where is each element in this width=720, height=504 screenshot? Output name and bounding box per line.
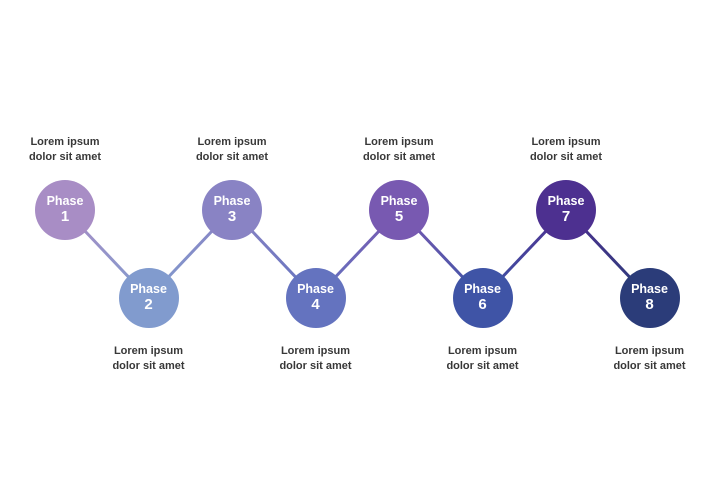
phase-number: 1	[60, 208, 70, 225]
description-line-2: dolor sit amet	[28, 151, 102, 163]
description-line-1: Lorem ipsum	[113, 345, 184, 357]
phase-number: 7	[561, 208, 571, 225]
description-line-2: dolor sit amet	[446, 360, 519, 372]
description-line-2: dolor sit amet	[362, 151, 436, 163]
phase-5-circle: Phase 5	[369, 180, 429, 240]
phase-label: Phase	[547, 194, 585, 208]
phase-4-circle: Phase 4	[285, 268, 346, 328]
phase-label: Phase	[380, 194, 418, 208]
phase-1-description: Lorem ipsum dolor sit amet	[10, 135, 120, 165]
phase-6-description: Lorem ipsum dolor sit amet	[428, 344, 538, 374]
phase-5-description: Lorem ipsum dolor sit amet	[344, 135, 454, 165]
phase-6-circle: Phase 6	[452, 268, 513, 328]
phase-3-description: Lorem ipsum dolor sit amet	[177, 135, 287, 165]
description-line-1: Lorem ipsum	[197, 136, 267, 148]
phase-8-description: Lorem ipsum dolor sit amet	[595, 344, 705, 374]
phase-label: Phase	[464, 282, 501, 296]
phase-label: Phase	[297, 282, 334, 296]
phase-number: 5	[394, 208, 404, 225]
phase-number: 6	[478, 296, 487, 313]
phase-label: Phase	[46, 194, 84, 208]
phase-2-circle: Phase 2	[118, 268, 179, 328]
phase-label: Phase	[130, 282, 167, 296]
phase-2-description: Lorem ipsum dolor sit amet	[94, 344, 204, 374]
phase-7-circle: Phase 7	[536, 180, 596, 240]
description-line-2: dolor sit amet	[195, 151, 269, 163]
phase-number: 8	[645, 296, 654, 313]
description-line-1: Lorem ipsum	[614, 345, 685, 357]
description-line-2: dolor sit amet	[529, 151, 603, 163]
description-line-2: dolor sit amet	[613, 360, 686, 372]
description-line-1: Lorem ipsum	[531, 136, 601, 148]
phase-1-circle: Phase 1	[35, 180, 95, 240]
description-line-2: dolor sit amet	[112, 360, 185, 372]
description-line-1: Lorem ipsum	[364, 136, 434, 148]
phase-3-circle: Phase 3	[202, 180, 262, 240]
phase-8-circle: Phase 8	[619, 268, 680, 328]
description-line-1: Lorem ipsum	[447, 345, 518, 357]
phase-number: 4	[311, 296, 320, 313]
description-line-1: Lorem ipsum	[30, 136, 100, 148]
description-line-1: Lorem ipsum	[280, 345, 351, 357]
phase-number: 3	[227, 208, 237, 225]
phase-label: Phase	[631, 282, 668, 296]
phase-4-description: Lorem ipsum dolor sit amet	[261, 344, 371, 374]
description-line-2: dolor sit amet	[279, 360, 352, 372]
phase-7-description: Lorem ipsum dolor sit amet	[511, 135, 621, 165]
phase-label: Phase	[213, 194, 251, 208]
phase-number: 2	[144, 296, 153, 313]
